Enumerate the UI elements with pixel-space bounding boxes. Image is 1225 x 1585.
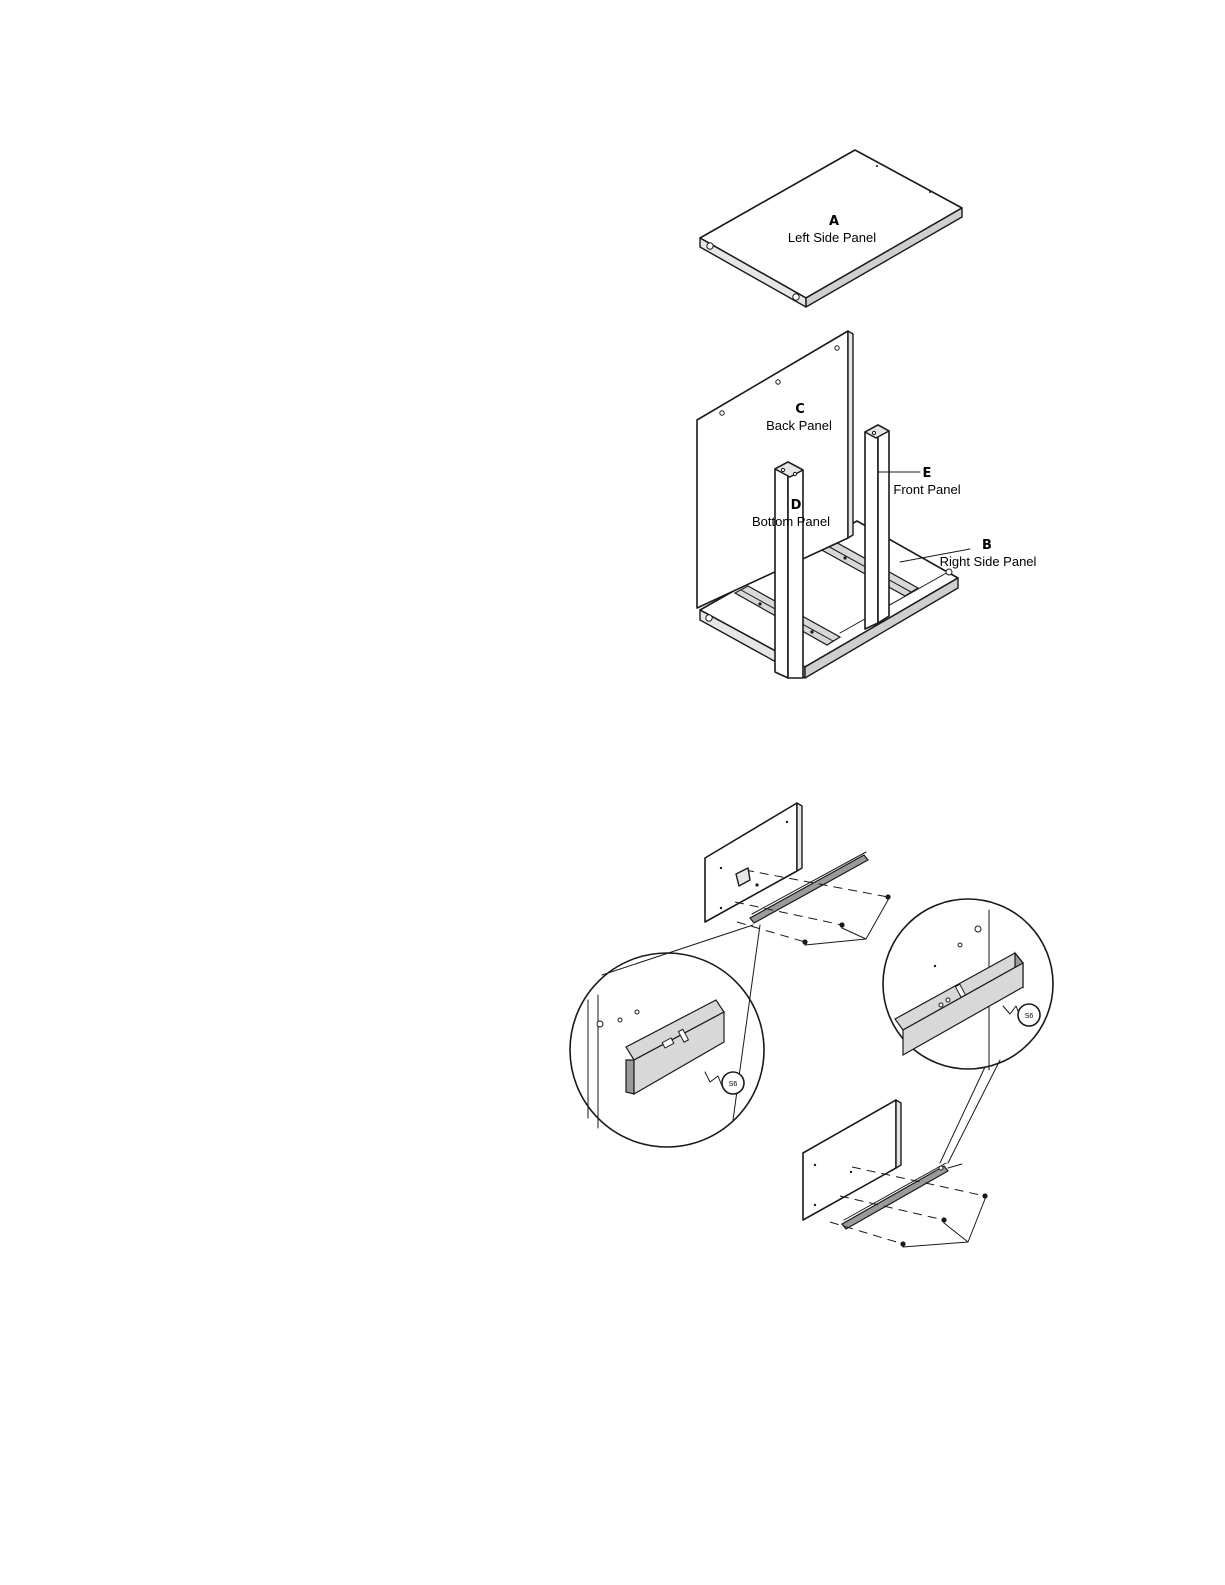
part-d-letter: D: [791, 498, 802, 513]
left-side-panel-drawing: A Left Side Panel: [700, 150, 962, 307]
part-e-letter: E: [923, 466, 932, 481]
part-b-label: Right Side Panel: [940, 554, 1037, 569]
part-c-label: Back Panel: [766, 418, 832, 433]
detail-magnifier-right: S6: [883, 899, 1053, 1163]
detail-magnifier-left: S6: [570, 925, 764, 1147]
part-a-letter: A: [829, 214, 839, 229]
part-e-label: Front Panel: [893, 482, 960, 497]
part-b-letter: B: [982, 538, 992, 553]
part-d-label: Bottom Panel: [752, 514, 830, 529]
slide-install-bottom-drawing: [803, 1100, 988, 1247]
svg-text:S6: S6: [729, 1081, 738, 1088]
part-a-label: Left Side Panel: [788, 230, 876, 245]
slide-install-top-drawing: [705, 803, 891, 945]
svg-text:S6: S6: [1025, 1013, 1034, 1020]
part-c-letter: C: [795, 402, 805, 417]
